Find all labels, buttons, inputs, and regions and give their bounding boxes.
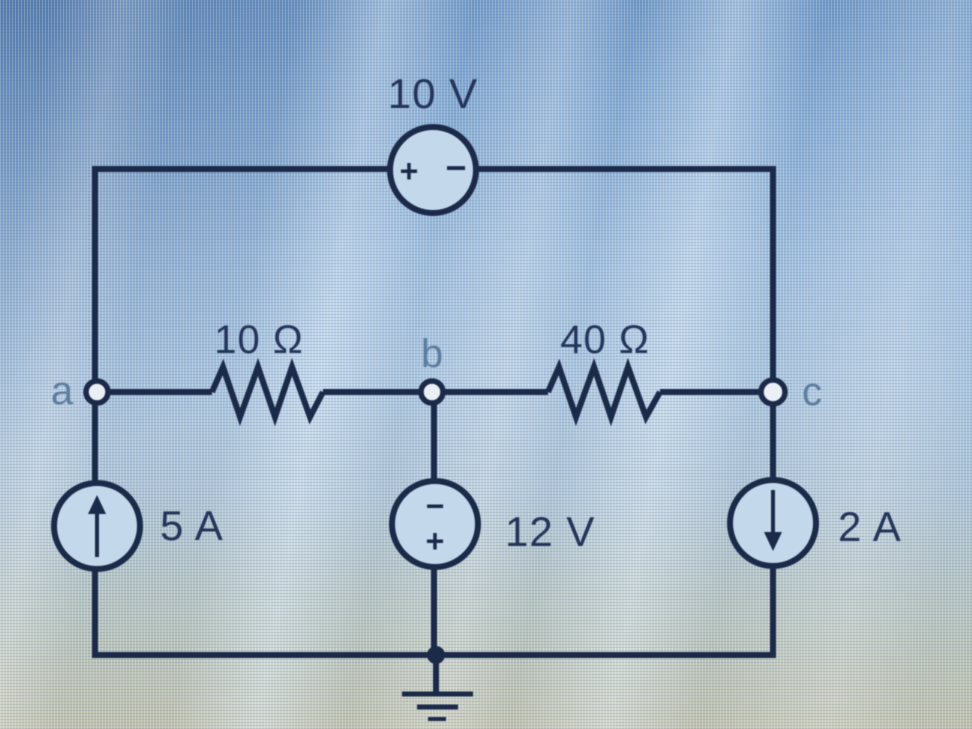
left-current-source-label: 5 A xyxy=(160,502,224,549)
middle-voltage-source-label: 12 V xyxy=(505,508,595,555)
middle-source-minus-sign: − xyxy=(426,488,445,524)
resistor-left-label: 10 Ω xyxy=(214,318,304,362)
voltage-source-12v-icon xyxy=(389,478,481,570)
node-b-terminal xyxy=(418,378,446,406)
resistor-10ohm-zigzag xyxy=(209,357,326,427)
circuit-wires xyxy=(92,166,776,658)
resistor-40ohm-zigzag xyxy=(545,357,663,427)
top-source-plus-sign: + xyxy=(400,153,419,189)
up-arrow-icon xyxy=(88,495,106,514)
top-source-minus-sign: − xyxy=(445,147,466,188)
middle-source-plus-sign: + xyxy=(426,523,445,559)
source-symbols xyxy=(51,124,819,572)
voltage-source-10v-icon xyxy=(387,124,479,216)
down-arrow-icon xyxy=(764,532,782,551)
current-arrows xyxy=(88,490,782,557)
node-c-terminal xyxy=(758,377,788,407)
right-current-source-label: 2 A xyxy=(838,503,902,550)
node-terminals xyxy=(83,377,788,407)
node-a-label: a xyxy=(51,369,74,413)
node-c-label: c xyxy=(802,370,822,414)
node-b-label: b xyxy=(421,332,443,376)
ground-icon xyxy=(402,646,473,721)
resistor-right-label: 40 Ω xyxy=(560,318,650,362)
top-voltage-source-label: 10 V xyxy=(388,70,478,117)
node-a-terminal xyxy=(83,378,111,406)
